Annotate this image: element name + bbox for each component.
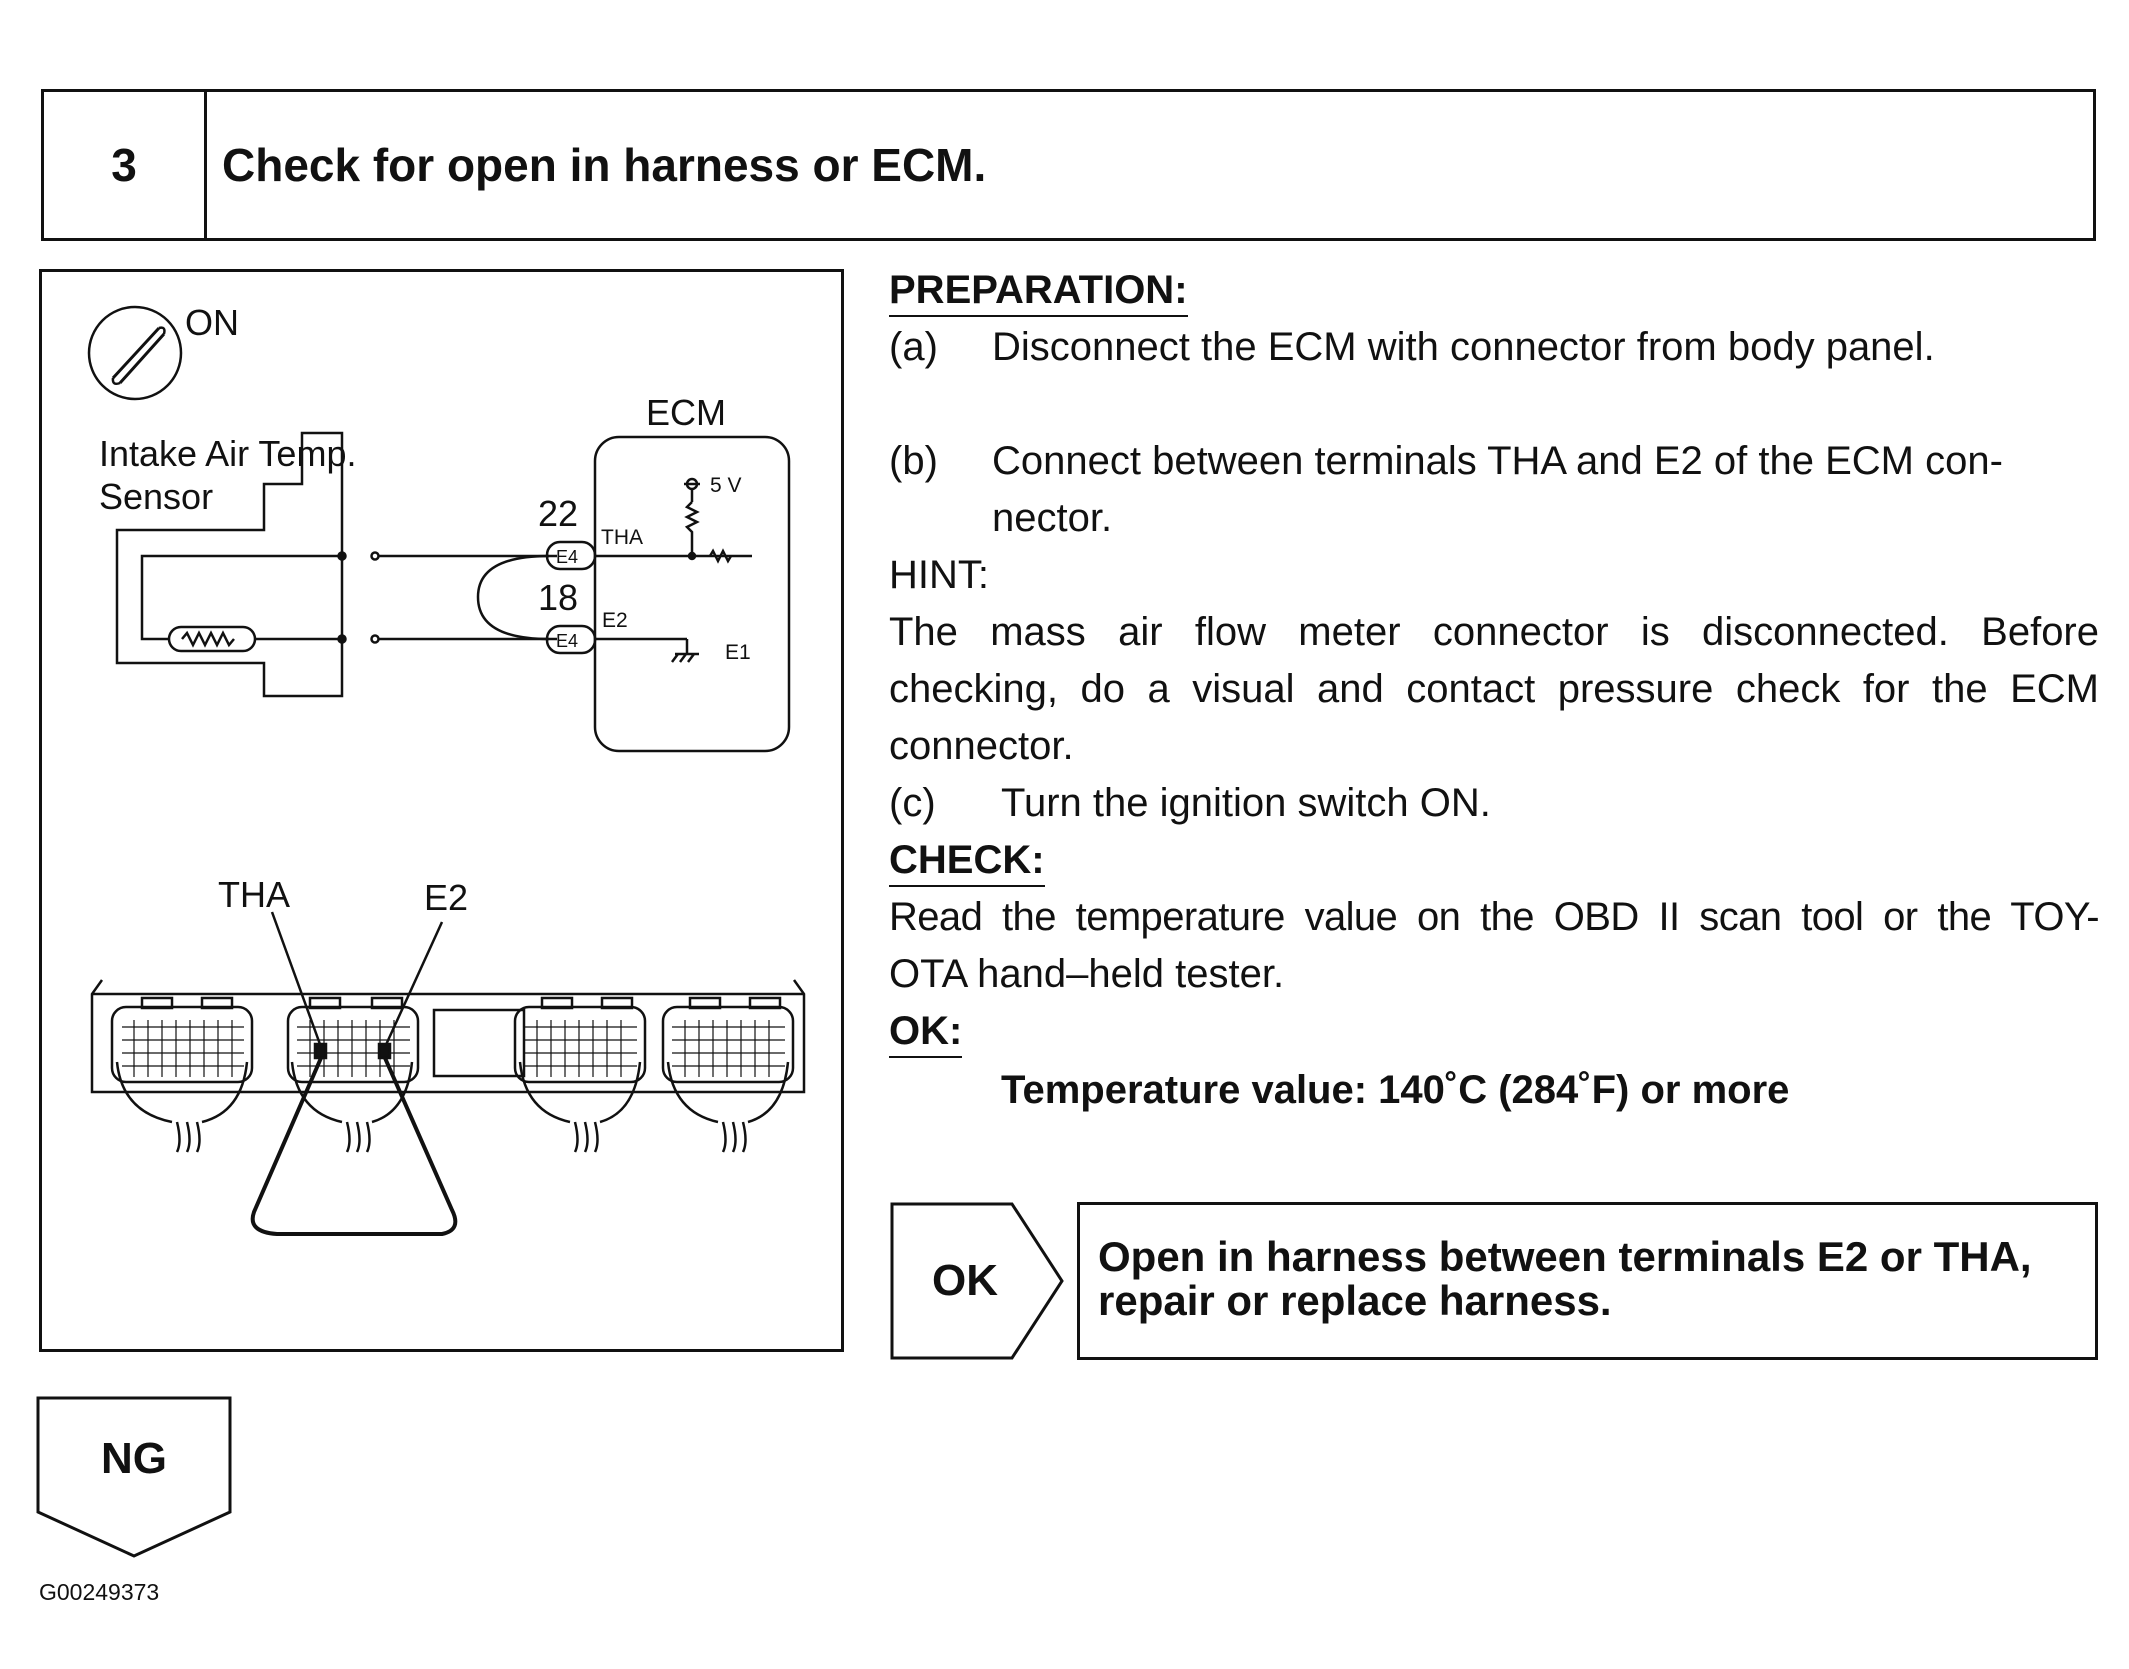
hint-heading: HINT: bbox=[889, 553, 989, 597]
figure-id: G00249373 bbox=[39, 1579, 160, 1605]
terminal-e2-label: E2 bbox=[602, 609, 628, 632]
result-line2: repair or replace harness. bbox=[1098, 1277, 1612, 1324]
ng-label: NG bbox=[101, 1434, 167, 1483]
step-b-label: (b) bbox=[889, 439, 938, 483]
wiring-diagram: ON ECM Intake Air Temp. Sensor 5 V 22 18… bbox=[39, 269, 844, 1352]
ok-result-box: Open in harness between terminals E2 or … bbox=[1077, 1202, 2098, 1360]
connector-e4-label: E4 bbox=[556, 547, 578, 567]
step-a-text: Disconnect the ECM with connector from b… bbox=[992, 325, 1935, 369]
jumper-wire bbox=[476, 554, 550, 641]
pin-18-label: 18 bbox=[538, 577, 578, 618]
step-header: 3 Check for open in harness or ECM. bbox=[41, 89, 2096, 241]
step-b: (b) Connect between terminals THA and E2… bbox=[889, 433, 2099, 547]
step-title: Check for open in harness or ECM. bbox=[222, 139, 987, 191]
ok-heading: OK: bbox=[889, 1006, 963, 1058]
step-c-text: Turn the ignition switch ON. bbox=[1001, 781, 1491, 825]
result-line1: Open in harness between terminals E2 or … bbox=[1098, 1233, 2032, 1280]
step-a: (a) Disconnect the ECM with connector fr… bbox=[889, 319, 2099, 376]
diagram-canvas: ON ECM Intake Air Temp. Sensor 5 V 22 18… bbox=[87, 302, 806, 1236]
step-number: 3 bbox=[44, 92, 207, 238]
terminal-tha-label: THA bbox=[601, 526, 643, 549]
voltage-label: 5 V bbox=[710, 474, 742, 497]
step-a-label: (a) bbox=[889, 325, 938, 369]
step-c: (c) Turn the ignition switch ON. bbox=[889, 775, 2099, 832]
connector-e2-label: E2 bbox=[424, 877, 468, 918]
ecm-label: ECM bbox=[646, 392, 726, 433]
thermistor-icon bbox=[167, 625, 257, 653]
connector-e4-label: E4 bbox=[556, 631, 578, 651]
check-line1: Read the temperature value on the OBD II… bbox=[889, 895, 2100, 939]
step-b-line1: Connect between terminals THA and E2 of … bbox=[992, 439, 2003, 483]
check-heading: CHECK: bbox=[889, 835, 1045, 887]
procedure-text: PREPARATION: (a) Disconnect the ECM with… bbox=[889, 262, 2100, 1119]
connector-jumper-wire bbox=[250, 1057, 458, 1236]
ecm-box bbox=[593, 435, 791, 753]
ignition-switch-icon bbox=[87, 305, 183, 401]
terminal-e1-label: E1 bbox=[725, 641, 751, 664]
step-b-line2: nector. bbox=[992, 496, 1113, 540]
ok-arrow: OK bbox=[890, 1202, 1065, 1360]
sensor-housing bbox=[115, 431, 344, 698]
ng-arrow: NG bbox=[36, 1396, 232, 1558]
hint-line3: connector. bbox=[889, 724, 1074, 768]
preparation-heading: PREPARATION: bbox=[889, 265, 1188, 317]
sensor-label-line2: Sensor bbox=[99, 476, 213, 517]
hint-line2: checking, do a visual and contact pressu… bbox=[889, 667, 2099, 711]
check-line2: OTA hand–held tester. bbox=[889, 952, 1285, 996]
sensor-label-line1: Intake Air Temp. bbox=[99, 433, 356, 474]
step-c-label: (c) bbox=[889, 781, 936, 825]
pin-22-label: 22 bbox=[538, 493, 578, 534]
connector-tha-label: THA bbox=[218, 874, 290, 915]
ok-label: OK bbox=[932, 1256, 998, 1305]
hint-line1: The mass air flow meter connector is dis… bbox=[889, 610, 2099, 654]
temperature-spec: Temperature value: 140˚C (284˚F) or more bbox=[1001, 1068, 1790, 1112]
ecm-connector-illustration bbox=[90, 979, 806, 1153]
ignition-on-label: ON bbox=[185, 302, 239, 343]
